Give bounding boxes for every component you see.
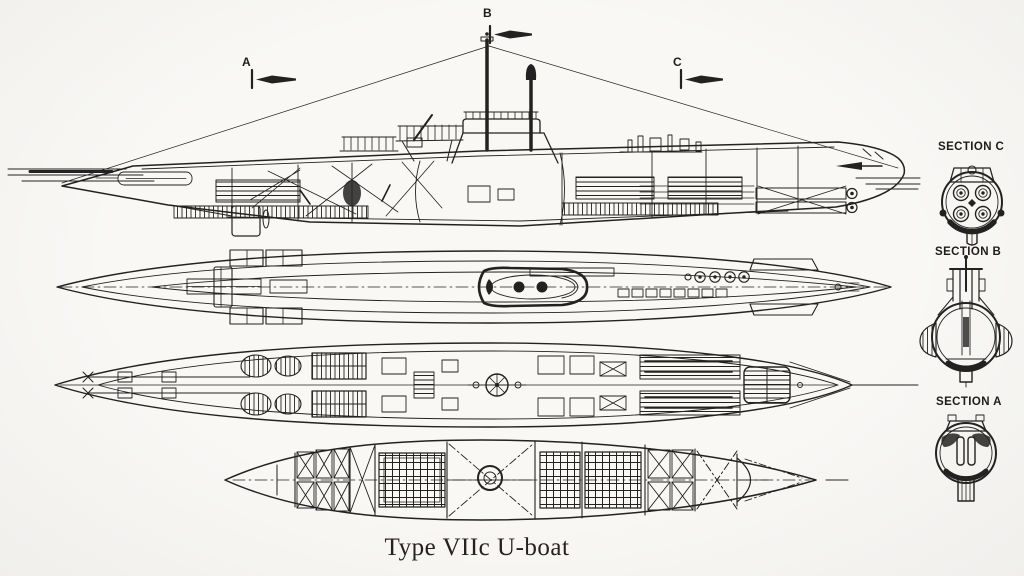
torpedo-stowage: [639, 354, 741, 416]
control-room-tank-section: [446, 443, 536, 517]
figure-caption: Type VIIc U-boat: [384, 534, 570, 561]
tank-plan-view: [224, 439, 849, 521]
cut-marker-c: [679, 68, 723, 90]
cut-marker-a-label: A: [242, 55, 251, 69]
section-c-label: SECTION C: [938, 141, 1005, 153]
aa-gun: [413, 114, 433, 141]
saddle-tank-left: [919, 322, 937, 358]
deck-containers: [684, 271, 750, 283]
electric-motors: [240, 354, 302, 416]
machinery-plan-view: [54, 342, 919, 428]
cut-marker-c-label: C: [673, 55, 682, 69]
section-c-drawing: [939, 165, 1005, 246]
cut-marker-b-label: B: [483, 6, 492, 20]
section-b-label: SECTION B: [935, 246, 1002, 258]
conning-tower-plan: [477, 266, 589, 308]
deck-hatches: [617, 288, 728, 298]
section-b-drawing: [919, 255, 1013, 388]
diesel-engines: [311, 352, 367, 418]
upper-deck-plan-view: [56, 249, 892, 325]
trim-tank-frames-fwd: [647, 449, 694, 511]
control-room-plan: [467, 373, 527, 397]
bow-torpedo-tubes: [639, 162, 883, 215]
propeller-shafts: [82, 371, 251, 399]
torpedo-hatch-grating-fwd: [539, 451, 581, 509]
cut-marker-b: [488, 24, 532, 45]
cut-marker-a: [250, 68, 296, 90]
stern-dive-planes: [229, 249, 303, 325]
saddle-tank-right: [995, 322, 1013, 358]
torpedo-hatch-grating-aft: [378, 452, 446, 508]
conning-tower: [339, 111, 559, 164]
section-a-label: SECTION A: [936, 396, 1002, 408]
side-elevation-view: [7, 32, 921, 237]
section-a-drawing: [935, 414, 997, 502]
trim-tank-frames-aft: [296, 448, 350, 512]
bow-dive-planes: [749, 258, 819, 316]
periscope-masts: [480, 32, 537, 152]
